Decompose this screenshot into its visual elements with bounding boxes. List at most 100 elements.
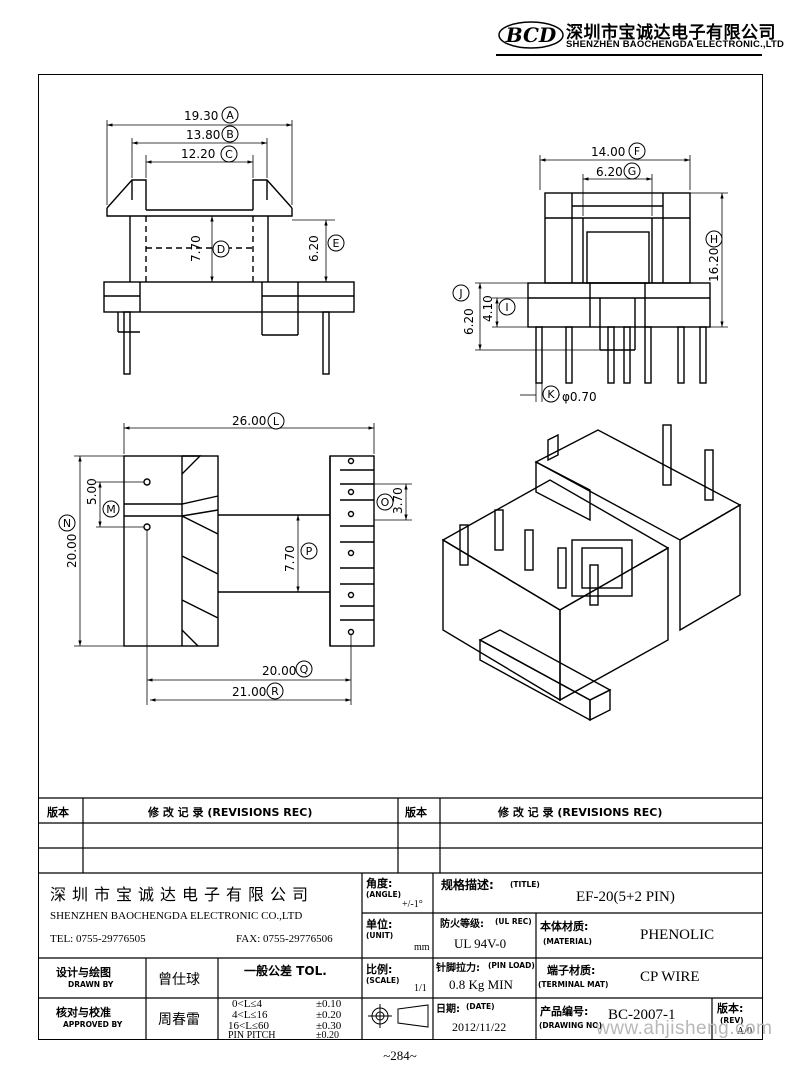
- svg-text:Q: Q: [300, 663, 309, 676]
- dim-labels: A B C D E F G H I J K L M N O P Q R: [58, 106, 723, 700]
- tb-tol-range-1: 0<L≤4: [232, 998, 262, 1010]
- side-view: [527, 192, 711, 384]
- tb-approved-name: 周春雷: [158, 1012, 200, 1028]
- tb-material-cn: 本体材质:: [540, 920, 589, 933]
- tb-title-cn: 规格描述:: [441, 878, 494, 892]
- svg-text:C: C: [225, 148, 233, 161]
- tb-unit-value: mm: [414, 942, 430, 953]
- tb-angle-en: (ANGLE): [366, 890, 401, 899]
- rev-ver-label-1: 版本: [47, 806, 69, 819]
- dim-text-L: 26.00: [232, 414, 266, 428]
- isometric-view: [441, 424, 742, 722]
- tb-rev-cn: 版本:: [717, 1002, 744, 1015]
- tb-tol-range-3: 16<L≤60: [228, 1020, 269, 1032]
- circle-label-R: R: [266, 682, 284, 700]
- svg-text:D: D: [217, 243, 225, 256]
- tb-scale-value: 1/1: [414, 983, 427, 994]
- tb-scale-cn: 比例:: [366, 963, 393, 976]
- dim-text-H: 16.20: [707, 248, 721, 282]
- dim-text-Q: 20.00: [262, 664, 296, 678]
- dim-text-M: 5.00: [85, 478, 99, 505]
- svg-text:K: K: [547, 388, 555, 401]
- svg-text:L: L: [273, 415, 280, 428]
- rev-rec-label-2: 修 改 记 录 (REVISIONS REC): [498, 806, 663, 819]
- tb-tol-range-4: PIN PITCH: [228, 1030, 276, 1041]
- circle-label-F: F: [628, 142, 646, 160]
- circle-label-L: L: [267, 412, 285, 430]
- revisions-grid: [38, 797, 763, 874]
- svg-text:F: F: [634, 145, 640, 158]
- logo-text: BCD: [505, 23, 557, 47]
- svg-text:O: O: [381, 496, 390, 509]
- tb-tol-value-1: ±0.10: [316, 998, 342, 1010]
- front-view: [103, 179, 355, 375]
- dim-text-N: 20.00: [65, 534, 79, 568]
- circle-label-I: I: [498, 298, 516, 316]
- tb-angle-value: +/-1°: [402, 899, 423, 910]
- tb-drawing-no-value: BC-2007-1: [608, 1007, 676, 1023]
- tb-pinload-value: 0.8 Kg MIN: [449, 977, 513, 992]
- dim-text-A: 19.30: [184, 109, 218, 123]
- circle-label-N: N: [58, 514, 76, 532]
- tb-date-en: (DATE): [466, 1002, 495, 1011]
- circle-label-J: J: [452, 284, 470, 302]
- tb-approved-en: APPROVED BY: [63, 1020, 123, 1029]
- tb-drawing-no-cn: 产品编号:: [540, 1005, 589, 1018]
- tb-drawn-by-en: DRAWN BY: [68, 980, 114, 989]
- circle-label-M: M: [102, 500, 120, 518]
- dim-text-O: 3.70: [391, 487, 405, 514]
- tb-rev-value: A/0: [737, 1026, 752, 1037]
- title-block-grid: [38, 873, 763, 1040]
- drawing-frame: [38, 74, 763, 1040]
- rev-ver-label-2: 版本: [405, 806, 427, 819]
- watermark: www.ahjisheng.com: [596, 1018, 773, 1039]
- svg-text:G: G: [628, 165, 637, 178]
- svg-text:N: N: [63, 517, 71, 530]
- rev-rec-label-1: 修 改 记 录 (REVISIONS REC): [148, 806, 313, 819]
- dim-text-E: 6.20: [307, 235, 321, 262]
- svg-text:B: B: [226, 128, 234, 141]
- circle-label-D: D: [212, 240, 230, 258]
- tb-title-value: EF-20(5+2 PIN): [576, 889, 675, 905]
- dim-text-I: 4.10: [481, 295, 495, 322]
- tb-tol-range-2: 4<L≤16: [232, 1009, 268, 1021]
- tb-terminal-en: (TERMINAL MAT): [538, 980, 609, 989]
- circle-label-E: E: [327, 234, 345, 252]
- tb-tol-value-4: ±0.20: [316, 1030, 339, 1041]
- dim-text-B: 13.80: [186, 128, 220, 142]
- tb-material-en: (MATERIAL): [543, 937, 592, 946]
- tb-tel: TEL: 0755-29776505: [50, 933, 146, 945]
- header-company-cn: 深圳市宝诚达电子有限公司: [566, 23, 776, 43]
- dim-text-G: 6.20: [596, 165, 623, 179]
- svg-text:M: M: [106, 503, 116, 516]
- dim-text-K: φ0.70: [562, 390, 597, 404]
- tb-unit-cn: 单位:: [366, 918, 393, 931]
- tb-fax: FAX: 0755-29776506: [236, 933, 333, 945]
- dim-text-P: 7.70: [283, 545, 297, 572]
- svg-text:R: R: [271, 685, 279, 698]
- circle-label-A: A: [221, 106, 239, 124]
- tb-company-cn: 深 圳 市 宝 诚 达 电 子 有 限 公 司: [50, 887, 310, 904]
- tb-date-value: 2012/11/22: [452, 1020, 507, 1034]
- tb-title-en: (TITLE): [510, 880, 540, 889]
- svg-text:P: P: [306, 545, 313, 558]
- svg-text:E: E: [333, 237, 340, 250]
- tb-date-cn: 日期:: [436, 1004, 460, 1015]
- page-number: ~284~: [383, 1048, 417, 1063]
- tb-ul-value: UL 94V-0: [454, 936, 507, 951]
- tb-drawn-by-cn: 设计与绘图: [56, 966, 111, 979]
- tb-tol-value-3: ±0.30: [316, 1020, 342, 1032]
- dim-text-C: 12.20: [181, 147, 215, 161]
- tb-material-value: PHENOLIC: [640, 927, 715, 943]
- tb-ul-cn: 防火等级:: [440, 919, 484, 930]
- bottom-view: [123, 455, 375, 647]
- tb-tol-title: 一般公差 TOL.: [244, 964, 327, 978]
- tb-ul-en: (UL REC): [495, 917, 532, 926]
- svg-text:J: J: [458, 287, 462, 300]
- svg-text:I: I: [505, 301, 508, 314]
- tb-drawn-by-name: 曾仕球: [158, 972, 200, 988]
- front-view-dims: [106, 120, 335, 283]
- circle-label-P: P: [300, 542, 318, 560]
- dim-text-D: 7.70: [189, 235, 203, 262]
